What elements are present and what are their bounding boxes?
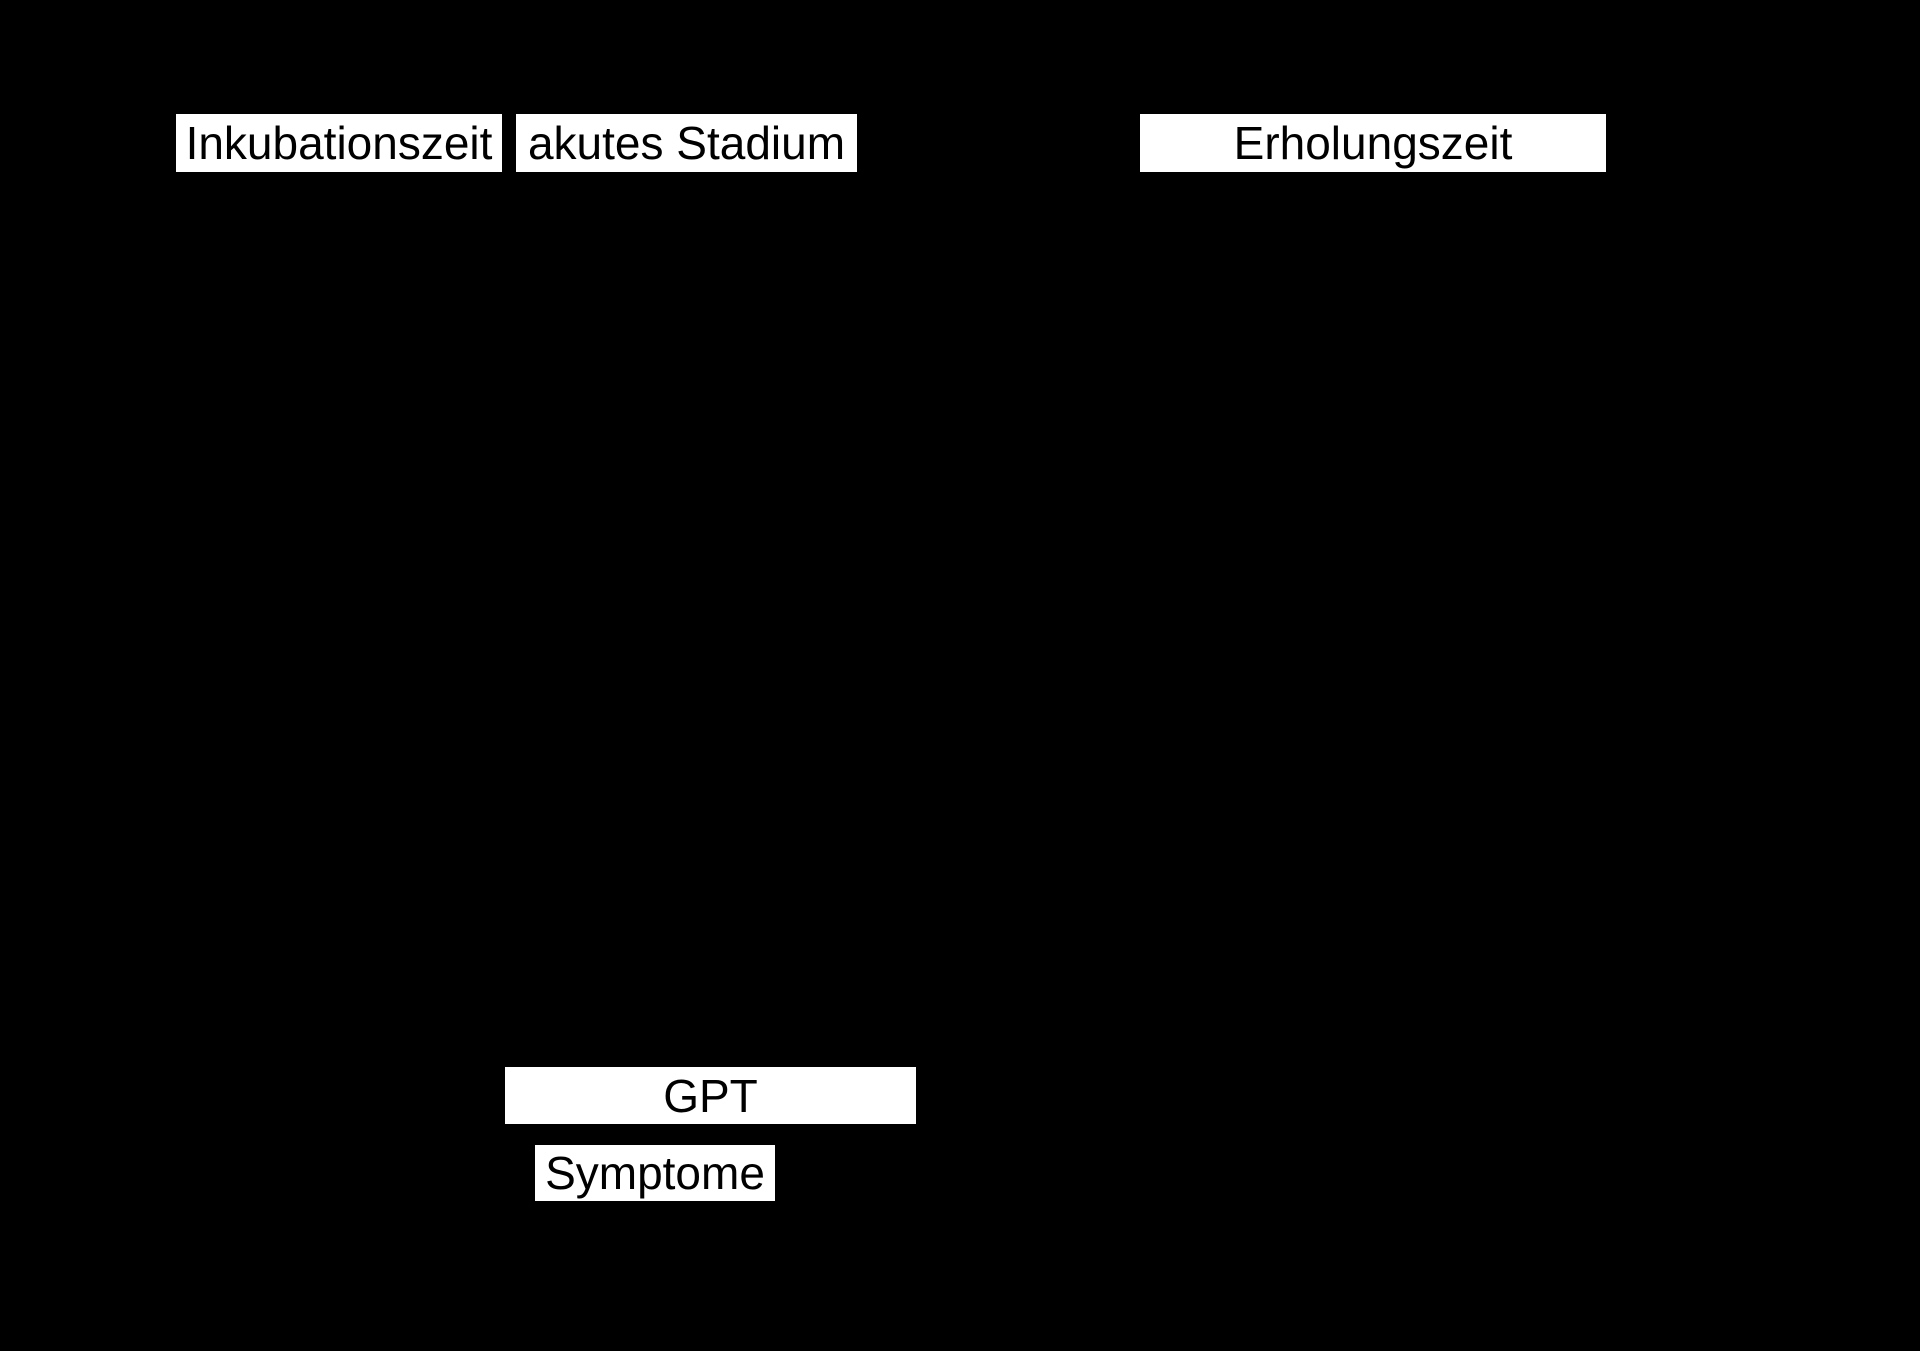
curve-label-gpt: GPT <box>505 1067 916 1124</box>
curve-label-symptome-text: Symptome <box>545 1147 765 1199</box>
phase-label-erholungszeit-text: Erholungszeit <box>1233 117 1513 169</box>
phase-label-akutes-stadium: akutes Stadium <box>516 114 857 172</box>
curve-label-symptome: Symptome <box>535 1145 775 1201</box>
phase-label-inkubationszeit: Inkubationszeit <box>176 114 502 172</box>
phase-label-akutes-stadium-text: akutes Stadium <box>527 117 846 169</box>
curve-label-gpt-text: GPT <box>663 1069 758 1122</box>
phase-label-erholungszeit: Erholungszeit <box>1140 114 1606 172</box>
phase-label-inkubationszeit-text: Inkubationszeit <box>185 117 493 169</box>
